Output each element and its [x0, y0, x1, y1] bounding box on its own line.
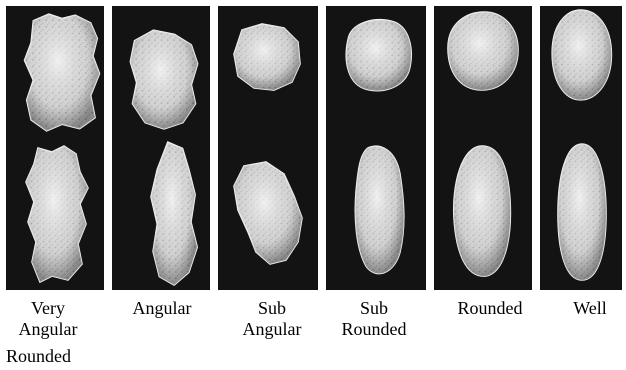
- panel-very-angular: [6, 6, 104, 290]
- column-label-well-rounded: Well: [540, 298, 626, 319]
- column-label-sub-rounded: Sub Rounded: [324, 298, 424, 340]
- top-grain-well-rounded: [552, 10, 611, 100]
- top-grain-sub-angular: [234, 24, 300, 90]
- top-grain-rounded: [448, 12, 518, 90]
- panel-rounded: [434, 6, 532, 290]
- top-grain-very-angular: [25, 14, 100, 131]
- top-grain-angular: [130, 30, 197, 129]
- column-label-sub-angular: Sub Angular: [222, 298, 322, 340]
- column-label-rounded: Rounded: [440, 298, 540, 319]
- footer-label: Rounded: [0, 346, 86, 367]
- top-grain-sub-rounded: [346, 20, 411, 91]
- roundness-panels: [0, 0, 626, 294]
- column-label-angular: Angular: [112, 298, 212, 319]
- panel-sub-angular: [218, 6, 318, 290]
- bottom-grain-very-angular: [26, 146, 88, 282]
- bottom-grain-rounded: [454, 146, 511, 276]
- panel-well-rounded: [540, 6, 622, 290]
- column-label-very-angular: Very Angular: [0, 298, 98, 340]
- bottom-grain-sub-rounded: [355, 146, 403, 273]
- panel-angular: [112, 6, 210, 290]
- panel-sub-rounded: [326, 6, 426, 290]
- bottom-grain-well-rounded: [558, 144, 606, 280]
